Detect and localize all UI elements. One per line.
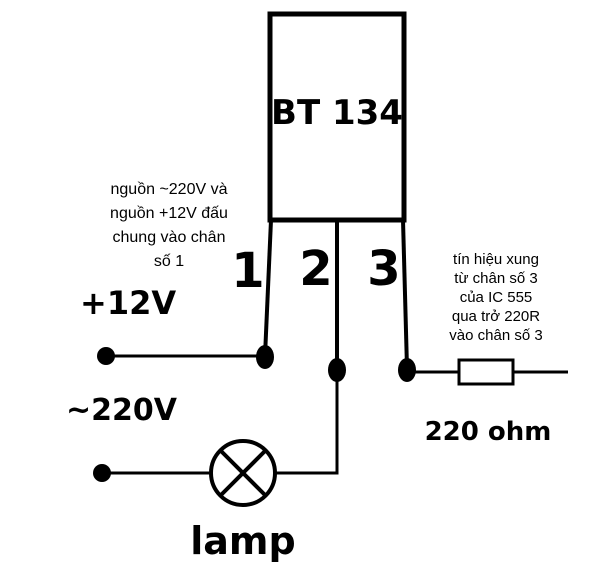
resistor-icon: [457, 358, 515, 386]
svg-text:từ chân số 3: từ chân số 3: [454, 270, 537, 287]
svg-text:nguồn ~220V và: nguồn ~220V và: [111, 181, 228, 198]
svg-text:của IC 555: của IC 555: [460, 289, 533, 306]
node-pin3: [398, 358, 416, 382]
svg-text:nguồn +12V đấu: nguồn +12V đấu: [110, 205, 228, 222]
label-12v: +12V: [80, 284, 176, 322]
svg-text:tín hiệu xung: tín hiệu xung: [453, 251, 539, 268]
pin3-number: 3: [367, 241, 400, 297]
common-note: nguồn ~220V và nguồn +12V đấu chung vào …: [110, 181, 228, 270]
terminal-12v: [97, 347, 115, 365]
label-lamp: lamp: [190, 519, 295, 563]
wire-pin2-lamp: [275, 370, 339, 475]
pin1-lead: [263, 219, 273, 357]
pin2-number: 2: [299, 241, 332, 297]
terminal-220v: [93, 464, 111, 482]
svg-text:chung vào chân: chung vào chân: [113, 229, 226, 246]
pin3-lead: [401, 219, 409, 369]
component-label: BT 134: [271, 93, 403, 133]
svg-text:qua trở 220R: qua trở 220R: [452, 308, 540, 325]
pin1-number: 1: [231, 243, 264, 299]
label-resistor: 220 ohm: [425, 417, 552, 447]
svg-text:vào chân số 3: vào chân số 3: [449, 327, 542, 344]
label-220v: ~220V: [66, 393, 178, 428]
svg-text:số 1: số 1: [154, 253, 184, 270]
signal-note: tín hiệu xung từ chân số 3 của IC 555 qu…: [449, 251, 542, 344]
node-pin1: [256, 345, 274, 369]
lamp-icon: [209, 439, 277, 507]
